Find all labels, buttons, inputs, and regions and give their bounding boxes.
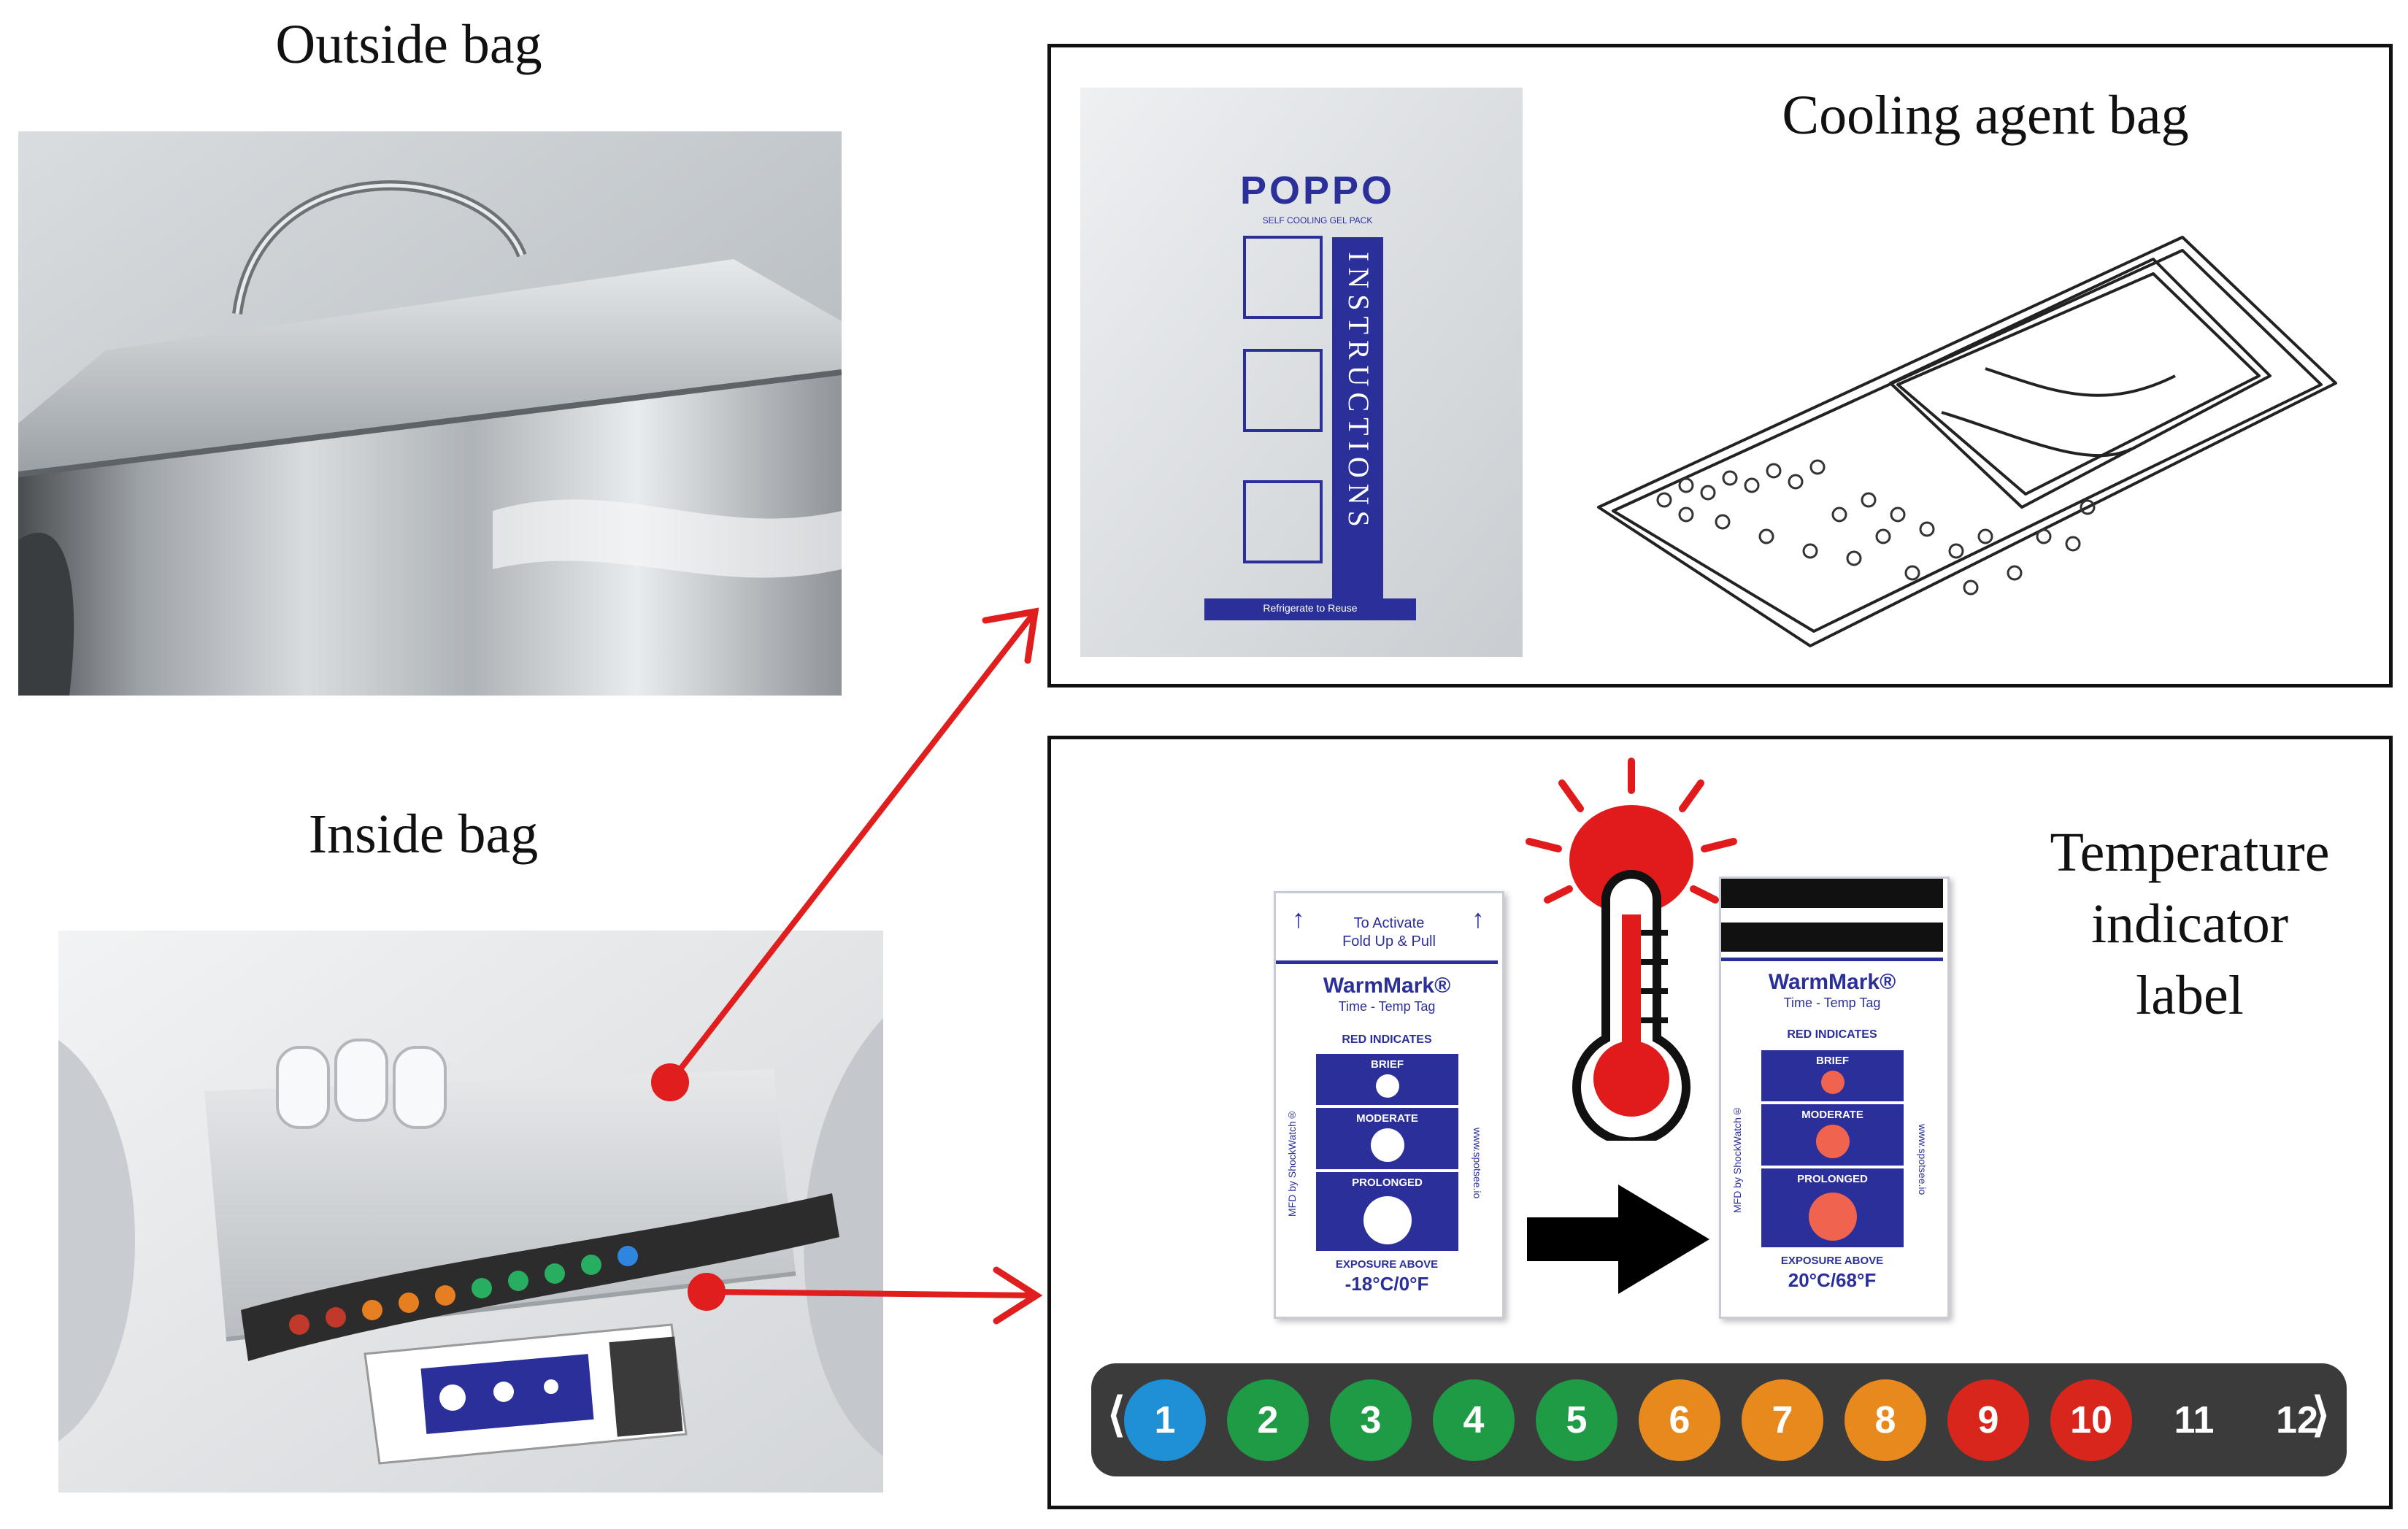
warmmark-tagline: Time - Temp Tag [1338, 999, 1436, 1014]
indicator-panel: BRIEF MODERATE PROLONGED [1761, 1050, 1904, 1247]
cooling-agent-caption: Cooling agent bag [1782, 85, 2189, 146]
exposure-value: -18°C/0°F [1345, 1273, 1429, 1295]
exposure-label: EXPOSURE ABOVE [1335, 1258, 1439, 1271]
warmmark-label-before: ↑ ↑ To Activate Fold Up & Pull WarmMark®… [1274, 891, 1504, 1319]
temperature-indicator-frame: Temperature indicator label ↑ ↑ To Activ… [1047, 736, 2393, 1509]
level-prolonged-label: PROLONGED [1797, 1173, 1868, 1185]
temperature-indicator-caption-line3: label [2136, 965, 2244, 1026]
level-moderate-label: MODERATE [1356, 1112, 1418, 1125]
strip-right-bracket: ⟩ [2312, 1388, 2330, 1441]
cooling-agent-frame: Cooling agent bag POPPO SELF COOLING GEL… [1047, 44, 2393, 688]
exposure-label: EXPOSURE ABOVE [1780, 1255, 1884, 1267]
indicator-chip-9: 9 [1947, 1379, 2029, 1461]
level-moderate-dot [1816, 1125, 1850, 1158]
indicator-chip-2: 2 [1227, 1379, 1309, 1461]
transition-arrow-icon [1527, 1185, 1709, 1294]
indicator-chip-10: 10 [2050, 1379, 2132, 1461]
activate-text-line1: To Activate [1353, 915, 1425, 931]
indicator-chip-1: 1 [1124, 1379, 1206, 1461]
tab-divider [1721, 958, 1943, 961]
level-brief-label: BRIEF [1816, 1055, 1849, 1067]
level-moderate-dot [1371, 1128, 1404, 1162]
warmmark-brand: WarmMark® [1768, 970, 1896, 994]
indicator-chip-3: 3 [1330, 1379, 1412, 1461]
activate-text-line2: Fold Up & Pull [1342, 933, 1436, 950]
thermometer-icon [1526, 758, 1737, 1141]
warmmark-brand: WarmMark® [1323, 974, 1451, 998]
level-moderate-label: MODERATE [1801, 1109, 1863, 1121]
cooling-pack-footer: Refrigerate to Reuse [1263, 602, 1358, 614]
level-prolonged-dot [1809, 1193, 1857, 1241]
temperature-indicator-caption-line1: Temperature [2050, 822, 2330, 883]
level-brief-dot [1821, 1071, 1845, 1094]
activate-arrow-right-icon: ↑ [1472, 904, 1485, 933]
warmmark-tagline: Time - Temp Tag [1783, 995, 1881, 1010]
outside-bag-caption: Outside bag [275, 14, 542, 75]
outside-bag-illustration [18, 131, 842, 696]
indicator-chip-4: 4 [1433, 1379, 1515, 1461]
indicator-chip-7: 7 [1742, 1379, 1823, 1461]
cooling-bag-drawing [1597, 236, 2337, 647]
exposure-value: 20°C/68°F [1788, 1269, 1877, 1291]
label-callout-arrow-head-icon [993, 1266, 1043, 1325]
level-divider [1316, 1105, 1458, 1108]
pack-callout-arrow-line [667, 609, 1038, 1085]
level-divider [1761, 1101, 1904, 1104]
level-prolonged-label: PROLONGED [1352, 1176, 1423, 1189]
cooling-pack-instructions: INSTRUCTIONS [1342, 252, 1375, 533]
inside-bag-illustration [58, 931, 883, 1493]
activate-divider [1276, 960, 1498, 964]
cooling-pack-illustration [1080, 88, 1523, 657]
indicator-panel: BRIEF MODERATE PROLONGED [1316, 1054, 1458, 1251]
side-text-right: www.spotsee.io [1472, 1128, 1483, 1199]
indicator-chip-12: 12 [2276, 1399, 2318, 1441]
red-indicates-text: RED INDICATES [1342, 1033, 1432, 1046]
level-divider [1316, 1169, 1458, 1172]
outside-bag-photo [18, 131, 842, 696]
strip-left-bracket: ⟨ [1107, 1388, 1126, 1441]
warmmark-label-after: WarmMark® Time - Temp Tag RED INDICATES … [1719, 877, 1950, 1319]
red-indicates-text: RED INDICATES [1787, 1028, 1877, 1041]
inside-bag-caption: Inside bag [308, 804, 539, 865]
indicator-chip-11: 11 [2174, 1399, 2215, 1441]
side-text-right: www.spotsee.io [1917, 1124, 1928, 1195]
cooling-pack-brand: POPPO [1239, 169, 1396, 212]
pack-callout-arrow-head-icon [982, 607, 1039, 664]
inside-bag-photo [58, 931, 883, 1493]
level-brief-label: BRIEF [1371, 1058, 1404, 1071]
indicator-chip-6: 6 [1639, 1379, 1720, 1461]
pulled-tab-bar [1721, 923, 1943, 952]
level-prolonged-dot [1363, 1196, 1412, 1244]
activate-arrow-left-icon: ↑ [1292, 904, 1305, 933]
label-callout-arrow-line [704, 1289, 1039, 1298]
pulled-tab-bar [1721, 879, 1943, 908]
cooling-pack-subtitle: SELF COOLING GEL PACK [1262, 215, 1373, 226]
indicator-chip-5: 5 [1536, 1379, 1617, 1461]
indicator-chip-8: 8 [1845, 1379, 1926, 1461]
cooling-pack-photo: POPPO SELF COOLING GEL PACK INSTRUCTIONS… [1080, 88, 1523, 657]
level-brief-dot [1376, 1074, 1399, 1098]
level-divider [1761, 1166, 1904, 1168]
temperature-indicator-caption-line2: indicator [2090, 893, 2289, 955]
